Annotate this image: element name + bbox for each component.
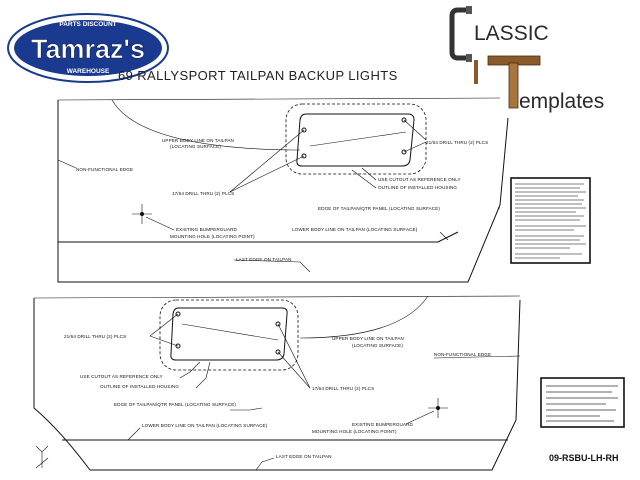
top-bumperguard-crosshair-icon bbox=[132, 204, 175, 231]
bottom-panel-outline bbox=[33, 298, 521, 471]
bottom-label-use-cutout: USE CUTOUT AS REFERENCE ONLY bbox=[80, 374, 163, 379]
top-label-edge-qtr: EDGE OF TAILPAN/QTR PANEL (LOCATING SURF… bbox=[318, 206, 440, 211]
top-panel-top-edge bbox=[57, 97, 501, 101]
top-lower-body-line bbox=[58, 231, 459, 243]
leader bbox=[433, 355, 521, 359]
top-hole-21-b bbox=[401, 149, 407, 155]
corner-symbol-icon bbox=[35, 445, 49, 469]
top-upper-body-line bbox=[111, 99, 300, 151]
bottom-label-last-edge: LAST EDGE ON TAILPAN bbox=[276, 454, 332, 459]
top-hole-21-a bbox=[401, 117, 407, 123]
leader bbox=[277, 323, 311, 389]
bottom-label-locating-surface: (LOCATING SURFACE) bbox=[352, 343, 403, 348]
bottom-hole-17-a bbox=[275, 321, 281, 327]
tamraz-logo: Tamraz's PARTS DISCOUNT WAREHOUSE bbox=[7, 13, 169, 83]
leader bbox=[230, 407, 263, 411]
clamp-c-icon bbox=[449, 7, 470, 61]
part-number: 09-RSBU-LH-RH bbox=[549, 453, 619, 463]
leader bbox=[127, 427, 141, 441]
bottom-hole-17-b bbox=[275, 349, 281, 355]
leader bbox=[229, 129, 305, 193]
classic-word: LASSIC bbox=[474, 22, 549, 45]
top-label-upper-body-line: UPPER BODY LINE ON TAILPAN bbox=[162, 138, 234, 143]
notes-box-illegible-text-icon bbox=[515, 183, 586, 259]
bottom-label-lower-body-line: LOWER BODY LINE ON TAILPAN (LOCATING SUR… bbox=[142, 423, 268, 428]
clamp-jaw-bottom-icon bbox=[466, 54, 472, 62]
leader bbox=[255, 457, 275, 471]
leader bbox=[57, 159, 77, 169]
bottom-panel-top-edge bbox=[33, 295, 521, 299]
bottom-label-outline-housing: OUTLINE OF INSTALLED HOUSING bbox=[100, 384, 179, 389]
classic-templates-logo: LASSIC emplates bbox=[449, 6, 604, 113]
tamraz-logo-name: Tamraz's bbox=[31, 34, 145, 64]
notes-box-frame bbox=[510, 177, 591, 264]
leader bbox=[195, 361, 211, 389]
stamp-box-frame bbox=[540, 377, 625, 428]
top-label-mounting-hole: MOUNTING HOLE (LOCATING POINT) bbox=[170, 234, 255, 239]
stamp-box bbox=[540, 377, 625, 428]
tamraz-logo-arc-bottom: WAREHOUSE bbox=[67, 68, 110, 75]
tamraz-logo-inner bbox=[14, 20, 162, 76]
top-label-drill-17: 17/64 DRILL THRU (2) PLCS bbox=[172, 191, 234, 196]
bottom-label-non-functional-edge: NON-FUNCTIONAL EDGE bbox=[434, 352, 491, 357]
top-label-outline-housing: OUTLINE OF INSTALLED HOUSING bbox=[378, 185, 457, 190]
bottom-label-upper-body-line: UPPER BODY LINE ON TAILPAN bbox=[332, 336, 404, 341]
leader bbox=[229, 155, 305, 193]
leader bbox=[403, 141, 427, 153]
templates-word: emplates bbox=[519, 90, 604, 113]
bottom-panel: 21/64 DRILL THRU (2) PLCS UPPER BODY LIN… bbox=[33, 295, 521, 471]
leader bbox=[149, 313, 179, 337]
bottom-upper-body-line bbox=[299, 295, 429, 339]
leader bbox=[233, 259, 311, 273]
bottom-label-drill-17: 17/64 DRILL THRU (2) PLCS bbox=[312, 386, 374, 391]
clamp-jaw-top-icon bbox=[466, 6, 472, 14]
top-hole-17-b bbox=[301, 153, 307, 159]
bottom-label-edge-qtr: EDGE OF TAILPAN/QTR PANEL (LOCATING SURF… bbox=[114, 402, 236, 407]
top-label-non-functional-edge: NON-FUNCTIONAL EDGE bbox=[76, 167, 133, 172]
drawing-title: 69 RALLYSPORT TAILPAN BACKUP LIGHTS bbox=[118, 68, 398, 83]
top-cutout-reference bbox=[285, 103, 427, 175]
top-label-bumperguard: EXISTING BUMPERGUARD bbox=[176, 227, 238, 232]
bottom-bumperguard-crosshair-icon bbox=[405, 398, 448, 425]
leader bbox=[179, 361, 201, 379]
top-panel-outline bbox=[57, 100, 509, 283]
bottom-housing-diagonal bbox=[181, 323, 279, 341]
bottom-housing-outline bbox=[170, 307, 288, 361]
leader bbox=[149, 335, 179, 347]
instructions-notes-box bbox=[510, 177, 591, 264]
top-housing-diagonal bbox=[309, 131, 407, 147]
leader bbox=[277, 351, 311, 389]
top-housing-outline bbox=[296, 113, 415, 167]
top-label-last-edge: LAST EDGE ON TAILPAN bbox=[236, 257, 292, 262]
top-hole-17-a bbox=[301, 127, 307, 133]
bottom-hole-21-b bbox=[175, 343, 181, 349]
leader bbox=[403, 119, 427, 141]
bottom-cutout-reference bbox=[159, 299, 299, 371]
stamp-box-illegible-text-icon bbox=[546, 385, 618, 422]
leader bbox=[439, 231, 449, 241]
leader bbox=[351, 169, 377, 189]
leader bbox=[361, 167, 377, 181]
bottom-label-bumperguard: EXISTING BUMPERGUARD bbox=[352, 422, 414, 427]
top-panel: UPPER BODY LINE ON TAILPAN (LOCATING SUR… bbox=[57, 97, 509, 283]
bottom-hole-21-a bbox=[175, 311, 181, 317]
bottom-label-drill-21: 21/64 DRILL THRU (2) PLCS bbox=[64, 334, 126, 339]
top-label-drill-21: 21/64 DRILL THRU (2) PLCS bbox=[426, 140, 488, 145]
clamp-handle-icon bbox=[474, 60, 478, 84]
t-square-blade-icon bbox=[508, 62, 519, 109]
top-label-locating-surface: (LOCATING SURFACE) bbox=[170, 144, 221, 149]
tamraz-logo-arc-top: PARTS DISCOUNT bbox=[59, 21, 116, 28]
top-label-use-cutout: USE CUTOUT AS REFERENCE ONLY bbox=[378, 177, 461, 182]
bottom-label-mounting-hole: MOUNTING HOLE (LOCATING POINT) bbox=[312, 429, 397, 434]
top-label-lower-body-line: LOWER BODY LINE ON TAILPAN (LOCATING SUR… bbox=[292, 227, 418, 232]
